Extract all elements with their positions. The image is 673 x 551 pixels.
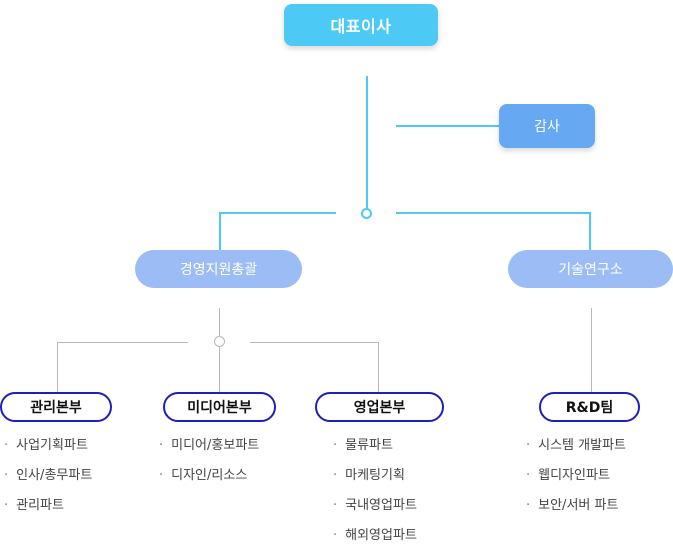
left-branch-vertical-line bbox=[219, 212, 221, 250]
admin-items-list: ·사업기획파트 ·인사/총무파트 ·관리파트 bbox=[4, 431, 92, 521]
list-item: ·디자인/리소스 bbox=[159, 468, 248, 483]
list-item: ·미디어/홍보파트 bbox=[159, 438, 260, 453]
audit-node: 감사 bbox=[499, 104, 595, 148]
list-item: ·사업기획파트 bbox=[4, 438, 88, 453]
junction-circle-top bbox=[361, 208, 372, 219]
media-division-vertical-line bbox=[219, 347, 220, 393]
division-node-media: 미디어본부 bbox=[163, 392, 276, 422]
left-division-vertical-line bbox=[57, 342, 58, 393]
list-item: ·인사/총무파트 bbox=[4, 468, 93, 483]
sales-items-list: ·물류파트 ·마케팅기획 ·국내영업파트 ·해외영업파트 bbox=[333, 431, 417, 551]
right-branch-horizontal-line bbox=[396, 212, 591, 214]
list-item: ·시스템 개발파트 bbox=[526, 438, 626, 453]
media-items-list: ·미디어/홍보파트 ·디자인/리소스 bbox=[159, 431, 259, 491]
management-support-node: 경영지원총괄 bbox=[135, 250, 302, 288]
left-branch-horizontal-line bbox=[219, 212, 336, 214]
list-item: ·해외영업파트 bbox=[333, 528, 417, 543]
list-item: ·물류파트 bbox=[333, 438, 393, 453]
right-branch-vertical-line bbox=[589, 212, 591, 250]
management-down-line bbox=[219, 308, 220, 336]
division-node-sales: 영업본부 bbox=[315, 392, 444, 422]
division-node-rnd: R&D팀 bbox=[539, 392, 640, 422]
right-division-vertical-line bbox=[378, 342, 379, 393]
junction-circle-bottom bbox=[214, 336, 225, 347]
list-item: ·보안/서버 파트 bbox=[526, 498, 619, 513]
ceo-node: 대표이사 bbox=[284, 4, 438, 46]
research-down-line bbox=[591, 308, 592, 393]
ceo-connector-line bbox=[366, 76, 368, 209]
right-division-horizontal-line bbox=[250, 342, 379, 343]
list-item: ·웹디자인파트 bbox=[526, 468, 610, 483]
list-item: ·국내영업파트 bbox=[333, 498, 417, 513]
research-institute-node: 기술연구소 bbox=[508, 250, 673, 288]
list-item: ·관리파트 bbox=[4, 498, 64, 513]
audit-connector-line bbox=[396, 125, 499, 127]
list-item: ·마케팅기획 bbox=[333, 468, 405, 483]
left-division-horizontal-line bbox=[57, 342, 188, 343]
division-node-admin: 관리본부 bbox=[0, 392, 112, 422]
rnd-items-list: ·시스템 개발파트 ·웹디자인파트 ·보안/서버 파트 bbox=[526, 431, 626, 521]
